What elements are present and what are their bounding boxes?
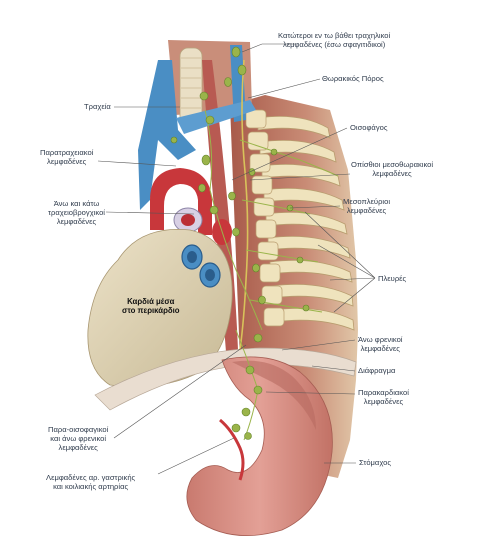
label-paratracheal-line1: Παρατραχειακοί	[40, 148, 94, 157]
label-gastric-celiac-nodes: Λεμφαδένες αρ. γαστρικής και κοιλιακής α…	[46, 473, 135, 491]
label-deep-cervical-line1: Κατώτεροι εν τω βάθει τραχηλικοί	[278, 31, 391, 40]
label-superior-phrenic-line2: λεμφαδένες	[360, 344, 400, 353]
label-paratracheal-line2: λεμφαδένες	[47, 157, 87, 166]
label-intercostal-nodes: Μεσοπλεύριοι λεμφαδένες	[343, 197, 390, 215]
label-juxtaesophageal-line3: λεμφαδένες	[58, 443, 98, 452]
label-thoracic-duct: Θωρακικός Πόρος	[322, 74, 384, 83]
label-deep-cervical-nodes: Κατώτεροι εν τω βάθει τραχηλικοί λεμφαδέ…	[278, 31, 390, 49]
label-heart-line2: στο περικάρδιο	[122, 306, 180, 315]
stomach-fundus-shade	[232, 360, 316, 430]
label-esophagus: Οισοφάγος	[350, 123, 388, 132]
label-posterior-mediastinal-line2: λεμφαδένες	[372, 169, 412, 178]
label-superior-phrenic-line1: Άνω φρενικοί	[358, 335, 403, 344]
label-paratracheal-nodes: Παρατραχειακοί λεμφαδένες	[40, 148, 93, 166]
label-paracardial-nodes: Παρακαρδιακοί λεμφαδένες	[358, 388, 409, 406]
label-paracardial-line2: λεμφαδένες	[363, 397, 404, 406]
aortic-arch	[150, 168, 212, 235]
label-intercostal-line1: Μεσοπλεύριοι	[343, 197, 391, 206]
label-deep-cervical-line2: λεμφαδένες (έσω σφαγιτιδικοί)	[282, 40, 386, 49]
stomach	[186, 356, 333, 536]
label-juxtaesophageal-line1: Παρα-οισοφαγικοί	[48, 425, 109, 434]
label-stomach: Στόμαχος	[359, 458, 391, 467]
label-juxtaesophageal-nodes: Παρα-οισοφαγικοί και άνω φρενικοί λεμφαδ…	[48, 425, 108, 452]
ribs-group	[257, 116, 355, 331]
label-tracheobronchial-line2: τραχειοβρογχικοί	[48, 208, 105, 217]
brachiocephalic-vein	[176, 100, 256, 134]
label-intercostal-line2: λεμφαδένες	[346, 206, 387, 215]
label-tracheobronchial-line3: λεμφαδένες	[56, 217, 97, 226]
label-posterior-mediastinal-line1: Οπίσθιοι μεσοθωρακικοί	[351, 160, 434, 169]
diaphragm	[94, 347, 357, 411]
lymph-nodes	[170, 46, 310, 440]
label-ribs: Πλευρές	[378, 274, 407, 283]
label-paracardial-line1: Παρακαρδιακοί	[358, 388, 409, 397]
label-gastric-line1: Λεμφαδένες αρ. γαστρικής	[46, 473, 136, 482]
leader-lines	[97, 43, 376, 475]
label-superior-phrenic-nodes: Άνω φρενικοί λεμφαδένες	[358, 335, 403, 353]
label-tracheobronchial-line1: Άνω και κάτω	[53, 199, 100, 208]
label-diaphragm: Διάφραγμα	[358, 366, 396, 375]
vertebral-column	[245, 109, 285, 327]
label-trachea: Τραχεία	[84, 102, 111, 111]
thoracic-duct	[239, 59, 249, 351]
label-heart: Καρδιά μέσα στο περικάρδιο	[122, 297, 180, 315]
label-heart-line1: Καρδιά μέσα	[127, 297, 175, 306]
label-juxtaesophageal-line2: και άνω φρενικοί	[50, 434, 107, 443]
left-gastric-artery	[219, 418, 245, 481]
label-tracheobronchial-nodes: Άνω και κάτω τραχειοβρογχικοί λεμφαδένες	[48, 199, 105, 226]
internal-jugular-vein	[138, 60, 196, 210]
label-gastric-line2: και κοιλιακής αρτηρίας	[53, 482, 129, 491]
label-posterior-mediastinal-nodes: Οπίσθιοι μεσοθωρακικοί λεμφαδένες	[351, 160, 433, 178]
